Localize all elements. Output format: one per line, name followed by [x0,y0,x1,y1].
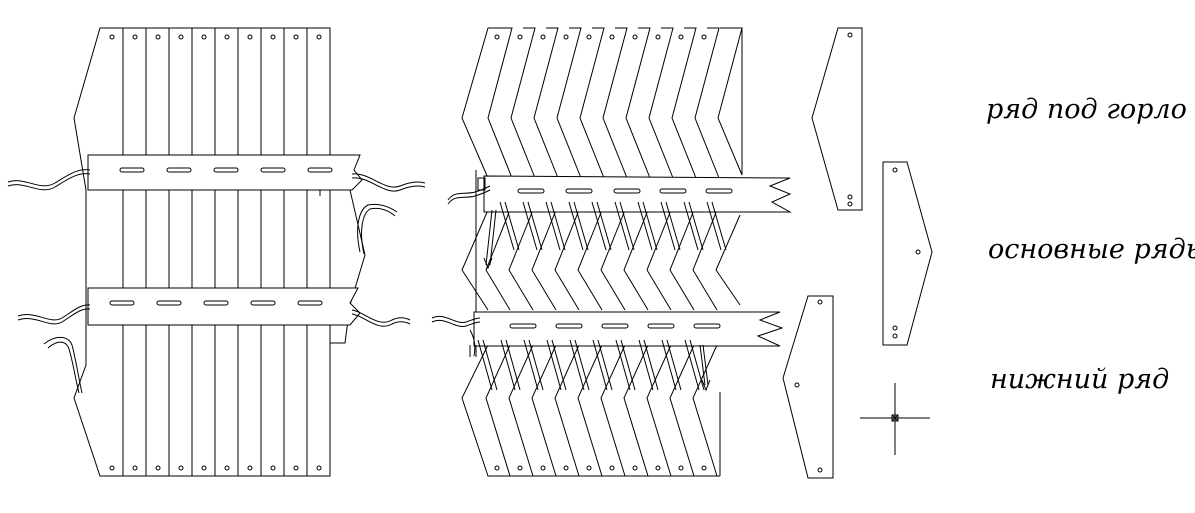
middle-lower-strap [473,311,784,347]
bottom-row-scale [782,295,834,479]
middle-chevron-scales [461,27,743,477]
middle-holes [494,34,707,471]
middle-assembly [431,27,792,477]
label-top-row: ряд под горло [986,94,1187,125]
left-lower-strap-slots [109,300,323,306]
left-lower-strap [87,287,361,326]
left-holes-top [109,34,322,40]
top-row-scale [811,27,863,211]
middle-lower-thongs [477,339,705,391]
middle-upper-thongs [499,201,727,251]
middle-lower-strap-slots [509,323,721,329]
label-bottom-row: нижний ряд [990,364,1170,395]
main-row-scale [882,161,933,346]
left-upper-strap-slots [119,167,333,173]
label-main-rows: основные ряды [988,234,1195,265]
left-panel-outline [73,27,331,477]
middle-lacing-cords [431,177,711,392]
left-scale-dividers [122,28,308,476]
middle-back-plate [719,27,743,476]
left-holes-bottom [109,465,322,471]
left-lacing-cords [7,169,426,394]
crosshair-marker [860,383,930,455]
middle-upper-strap-slots [517,188,733,194]
middle-upper-strap [483,175,792,213]
left-assembly [7,27,426,477]
